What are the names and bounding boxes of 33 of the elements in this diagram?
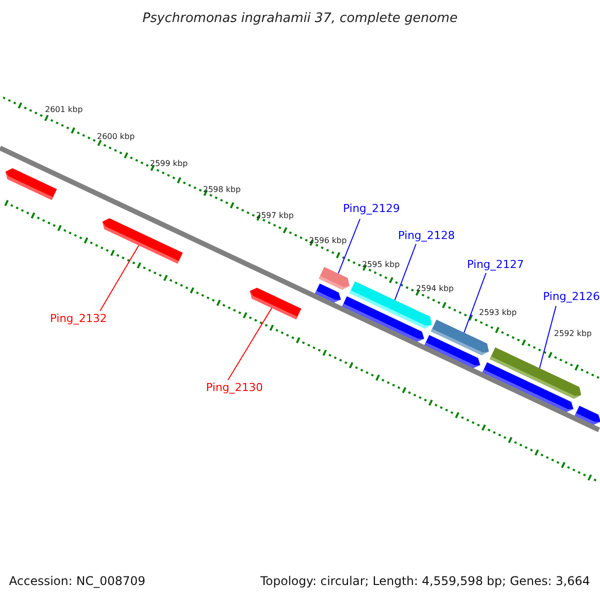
position-label: 2593 kbp [479, 308, 517, 318]
gene-label: Ping_2129 [343, 202, 400, 215]
position-label: 2600 kbp [97, 132, 135, 142]
position-label: 2598 kbp [203, 185, 241, 195]
gene-label: Ping_2132 [50, 312, 107, 325]
gene-bar [102, 218, 183, 264]
gene-label: Ping_2130 [206, 381, 263, 394]
accession-label: Accession: NC_008709 [9, 573, 146, 590]
leader-line [464, 272, 486, 334]
gene-bar [424, 335, 480, 368]
gene-bar [574, 406, 600, 425]
leader-line [338, 218, 360, 274]
gene-label: Ping_2128 [398, 229, 455, 242]
gene-label: Ping_2126 [543, 290, 600, 303]
position-label: 2597 kbp [256, 211, 294, 221]
genome-stats: Topology: circular; Length: 4,559,598 bp; Genes: 3,664 [260, 573, 590, 590]
position-label: 2599 kbp [150, 159, 188, 169]
leader-line [228, 307, 272, 380]
gene-label: Ping_2127 [467, 258, 524, 271]
position-label: 2596 kbp [309, 236, 347, 246]
position-label: 2594 kbp [416, 284, 454, 294]
leader-line [539, 306, 556, 369]
title: Psychromonas ingrahamii 37, complete genome [142, 10, 458, 28]
position-label: 2601 kbp [45, 105, 83, 115]
gene-bar [342, 296, 424, 342]
gene-bar [250, 288, 302, 320]
gene-bar [315, 284, 341, 302]
gene-bar [5, 168, 57, 200]
position-label: 2595 kbp [362, 260, 400, 270]
leader-line [100, 244, 140, 312]
position-label: 2592 kbp [554, 329, 592, 339]
gene-bar [482, 362, 574, 412]
leader-line [394, 244, 416, 301]
